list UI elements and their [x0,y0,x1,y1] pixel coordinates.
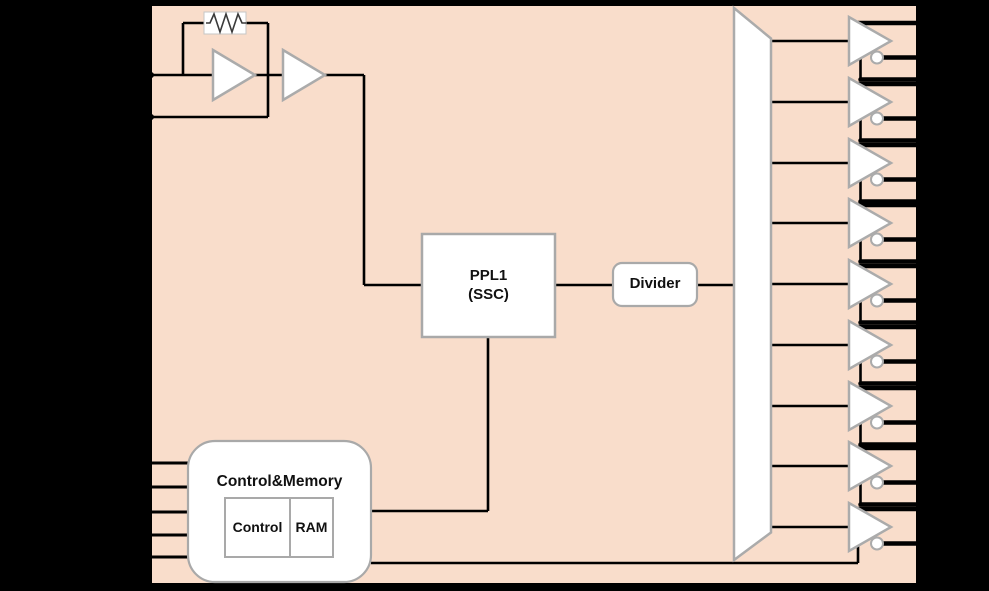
control-input-pins [144,461,188,559]
inversion-bubble-icon [870,293,884,308]
inversion-bubble-icon [870,475,884,490]
output-buffer-icon [847,257,894,311]
output-buffer-icon [847,75,894,129]
xin-junction-dot [148,72,154,78]
output-buffer-icon [847,439,894,493]
osc-buffer-icon [281,47,328,103]
control-sub-block [224,497,291,558]
output-buffer-icon [847,318,894,372]
output-buffers [771,14,923,554]
divider-block [611,261,699,308]
mux-trapezoid [732,5,773,563]
inversion-bubble-icon [870,415,884,430]
resistor-zigzag-icon [206,11,246,35]
output-buffer-icon [847,379,894,433]
xout-junction-dot [148,114,154,120]
feedback-resistor [203,11,247,35]
inversion-bubble-icon [870,172,884,187]
inversion-bubble-icon [870,536,884,551]
inversion-bubble-icon [870,354,884,369]
wires [144,21,860,565]
output-buffer-icon [847,196,894,250]
inversion-bubble-icon [870,232,884,247]
output-buffer-icon [847,136,894,190]
output-buffer-icon [847,500,894,554]
inversion-bubble-icon [870,50,884,65]
pll-block [420,232,557,339]
output-buffer-icon [847,14,894,68]
inversion-bubble-icon [870,111,884,126]
ram-sub-block [289,497,334,558]
osc-amplifier-icon [211,47,258,103]
